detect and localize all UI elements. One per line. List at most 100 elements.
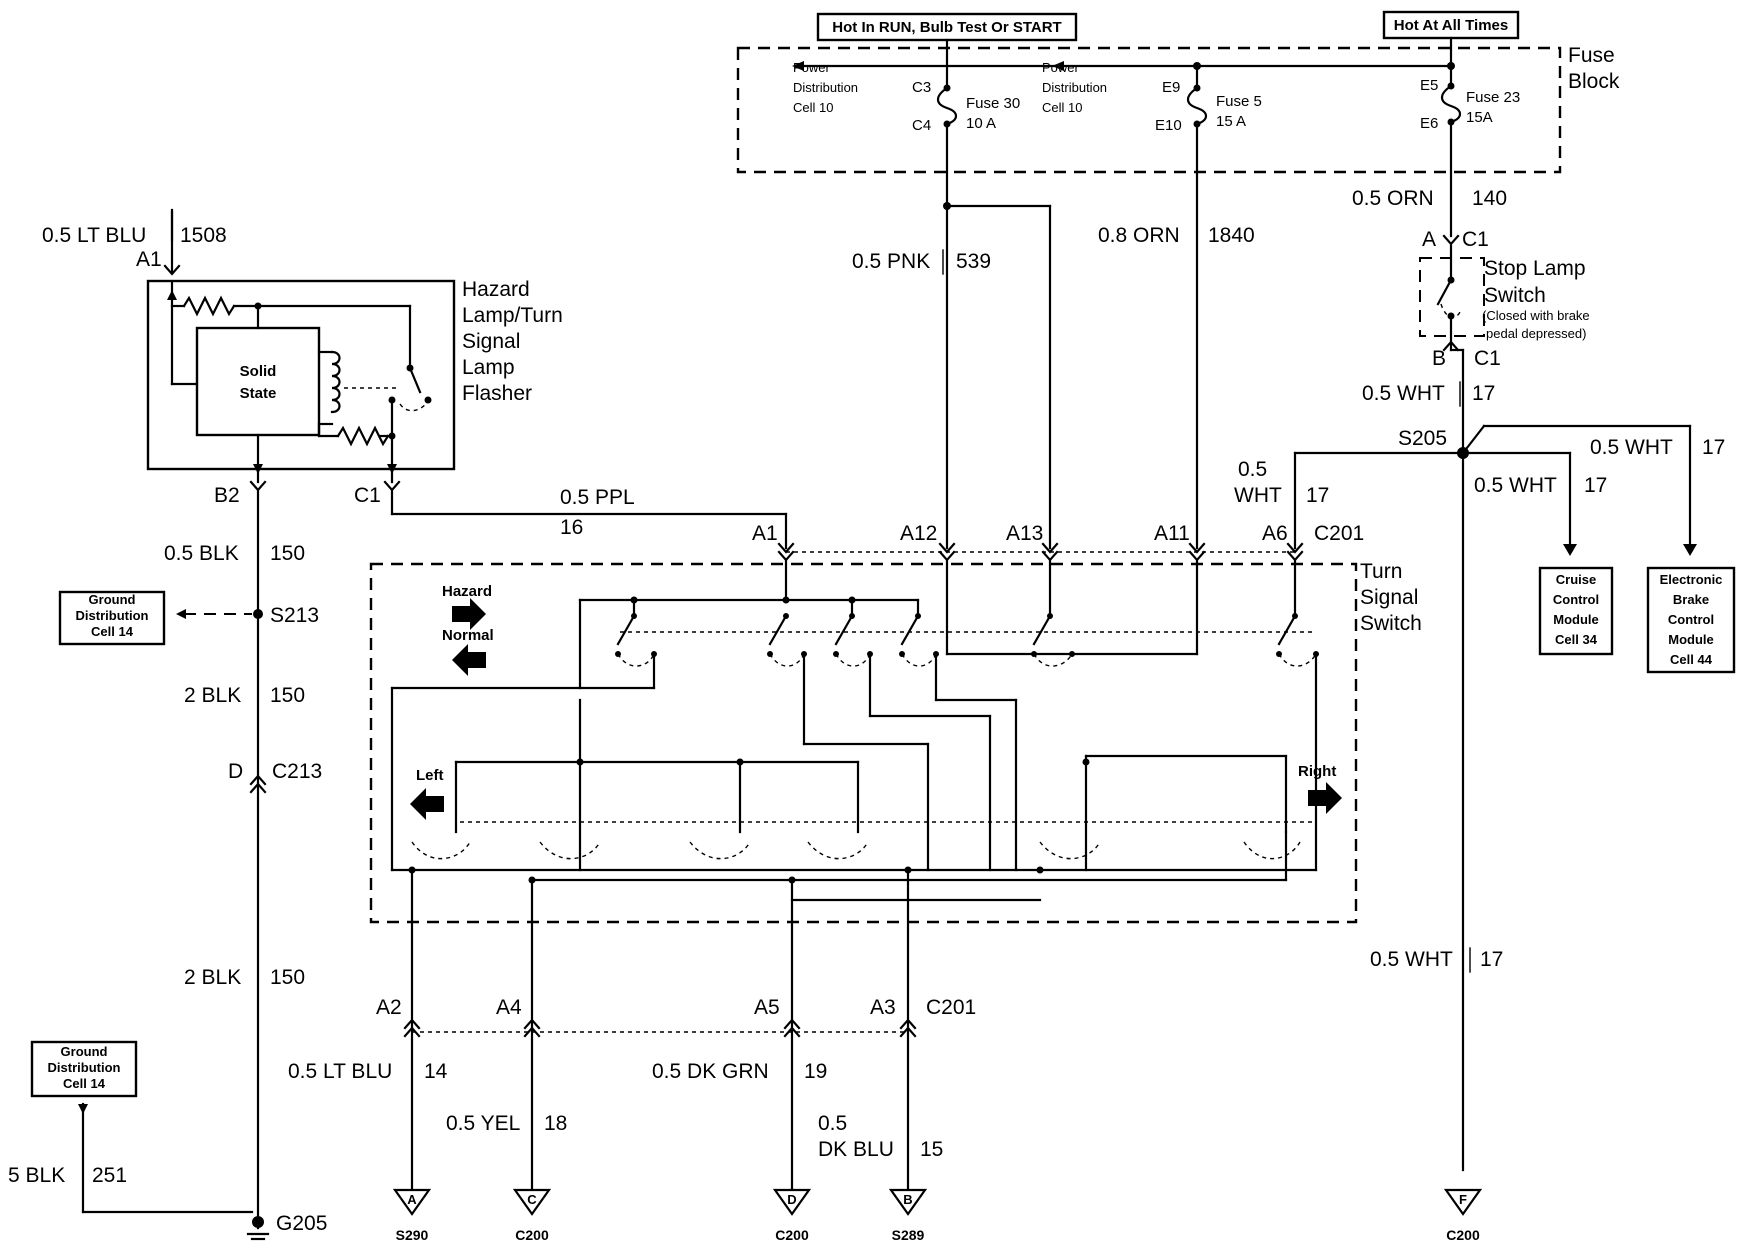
flasher-label-1: Hazard [462, 278, 530, 301]
turn-switch-internals [390, 558, 1319, 902]
normal-arrow-icon [452, 644, 486, 676]
offpage-label: C200 [1446, 1227, 1480, 1243]
offpage-letter: C [527, 1192, 537, 1207]
stop-connector-c1-top: C1 [1462, 228, 1489, 251]
turn-switch-label-1: Turn [1360, 560, 1402, 583]
offpage-label: S289 [892, 1227, 925, 1243]
connector-c213: C213 [272, 760, 322, 783]
normal-label: Normal [442, 627, 494, 644]
offpage-letter: D [787, 1192, 796, 1207]
wire-blk150a-size: 0.5 BLK [164, 542, 239, 565]
cruise-4: Cell 34 [1555, 632, 1598, 647]
wire-pnk-size: 0.5 PNK [852, 250, 930, 273]
turn-signal-switch-outline [369, 562, 1358, 924]
wire-wht17c-size: 0.5 WHT [1474, 474, 1557, 497]
wire-dkblu15-circuit: 15 [920, 1138, 943, 1161]
wire-blk251-circuit: 251 [92, 1164, 127, 1187]
pdc-left-3: Cell 10 [793, 100, 833, 115]
fuse5-bottom-pin: E10 [1155, 117, 1182, 134]
offpage-connector-c: C C200 [512, 1188, 552, 1243]
connector-a3: A3 [870, 996, 896, 1019]
pdc-left-2: Distribution [793, 80, 858, 95]
wire-orn140-circuit: 140 [1472, 187, 1507, 210]
wire-orn1840-circuit: 1840 [1208, 224, 1255, 247]
ebcm-4: Module [1668, 632, 1714, 647]
connector-a1: A1 [752, 522, 778, 545]
gd1-2: Distribution [76, 608, 149, 623]
wire-wht17e-circuit: 17 [1480, 948, 1503, 971]
right-label: Right [1298, 763, 1336, 780]
connector-c1-flasher: C1 [354, 484, 381, 507]
stop-switch-label-1: Stop Lamp [1484, 257, 1586, 280]
wire-wht17d-size1: 0.5 [1238, 458, 1267, 481]
wire-ltblu14-circuit: 14 [424, 1060, 448, 1083]
gd1-1: Ground [89, 592, 136, 607]
fuse30-bottom-pin: C4 [912, 117, 931, 134]
offpage-label: C200 [775, 1227, 809, 1243]
wire-wht17b-size: 0.5 WHT [1590, 436, 1673, 459]
flasher-label-4: Lamp [462, 356, 515, 379]
solid-state-1: Solid [240, 363, 277, 380]
wire-orn140-size: 0.5 ORN [1352, 187, 1434, 210]
wire-ltblu1508-size: 0.5 LT BLU [42, 224, 146, 247]
offpage-connector-b: B S289 [888, 1188, 928, 1243]
gd2-1: Ground [61, 1044, 108, 1059]
connector-a1-top: A1 [136, 248, 162, 271]
arrow-down-icon [1563, 544, 1577, 556]
connector-a6: A6 [1262, 522, 1288, 545]
wire-dkgrn19-size: 0.5 DK GRN [652, 1060, 769, 1083]
offpage-letter: B [903, 1192, 912, 1207]
fuse-block-outline [736, 46, 1562, 174]
wire-blk150c-size: 2 BLK [184, 966, 241, 989]
connector-c201-bottom: C201 [926, 996, 976, 1019]
stop-switch-note-1: (Closed with brake [1482, 308, 1590, 323]
stop-connector-a: A [1422, 228, 1436, 251]
flasher-label-3: Signal [462, 330, 520, 353]
hot-in-run-label: Hot In RUN, Bulb Test Or START [832, 19, 1061, 36]
arrow-left-icon [792, 61, 804, 71]
connector-a2: A2 [376, 996, 402, 1019]
connector-a11: A11 [1154, 522, 1190, 545]
wire-dkblu15-size1: 0.5 [818, 1112, 847, 1135]
wire-blk150b-size: 2 BLK [184, 684, 241, 707]
stop-connector-c1-bottom: C1 [1474, 347, 1501, 370]
wire-orn1840-size: 0.8 ORN [1098, 224, 1180, 247]
ebcm-2: Brake [1673, 592, 1709, 607]
gd2-2: Distribution [48, 1060, 121, 1075]
connector-c201-top: C201 [1314, 522, 1364, 545]
connector-d: D [228, 760, 243, 783]
splice-s213-label: S213 [270, 604, 319, 627]
wire-blk251-size: 5 BLK [8, 1164, 65, 1187]
ebcm-3: Control [1668, 612, 1714, 627]
ground-distribution-box-1 [58, 590, 166, 646]
wire-wht17c-circuit: 17 [1584, 474, 1607, 497]
stop-switch-label-2: Switch [1484, 284, 1546, 307]
connector-b2: B2 [214, 484, 240, 507]
offpage-label: C200 [515, 1227, 549, 1243]
cruise-2: Control [1553, 592, 1599, 607]
c201-bottom-terminals [403, 1018, 917, 1038]
hazard-label: Hazard [442, 583, 492, 600]
pdc-right-1: Power [1042, 60, 1080, 75]
fuse30-name: Fuse 30 [966, 95, 1020, 112]
connector-a12: A12 [900, 522, 937, 545]
connector-a13: A13 [1006, 522, 1043, 545]
fuse30-top-pin: C3 [912, 79, 931, 96]
offpage-connector-d: D C200 [772, 1188, 812, 1243]
cruise-1: Cruise [1556, 572, 1596, 587]
wire-blk150b-circuit: 150 [270, 684, 305, 707]
connector-a5: A5 [754, 996, 780, 1019]
offpage-label: S290 [396, 1227, 429, 1243]
cruise-3: Module [1553, 612, 1599, 627]
ground-distribution-box-2 [30, 1040, 138, 1098]
fuse5-rating: 15 A [1216, 113, 1246, 130]
splice-s213 [253, 609, 263, 619]
fuse23-rating: 15A [1466, 109, 1493, 126]
hazard-arrow-icon [452, 598, 486, 630]
flasher-label-5: Flasher [462, 382, 532, 405]
ebcm-1: Electronic [1660, 572, 1723, 587]
